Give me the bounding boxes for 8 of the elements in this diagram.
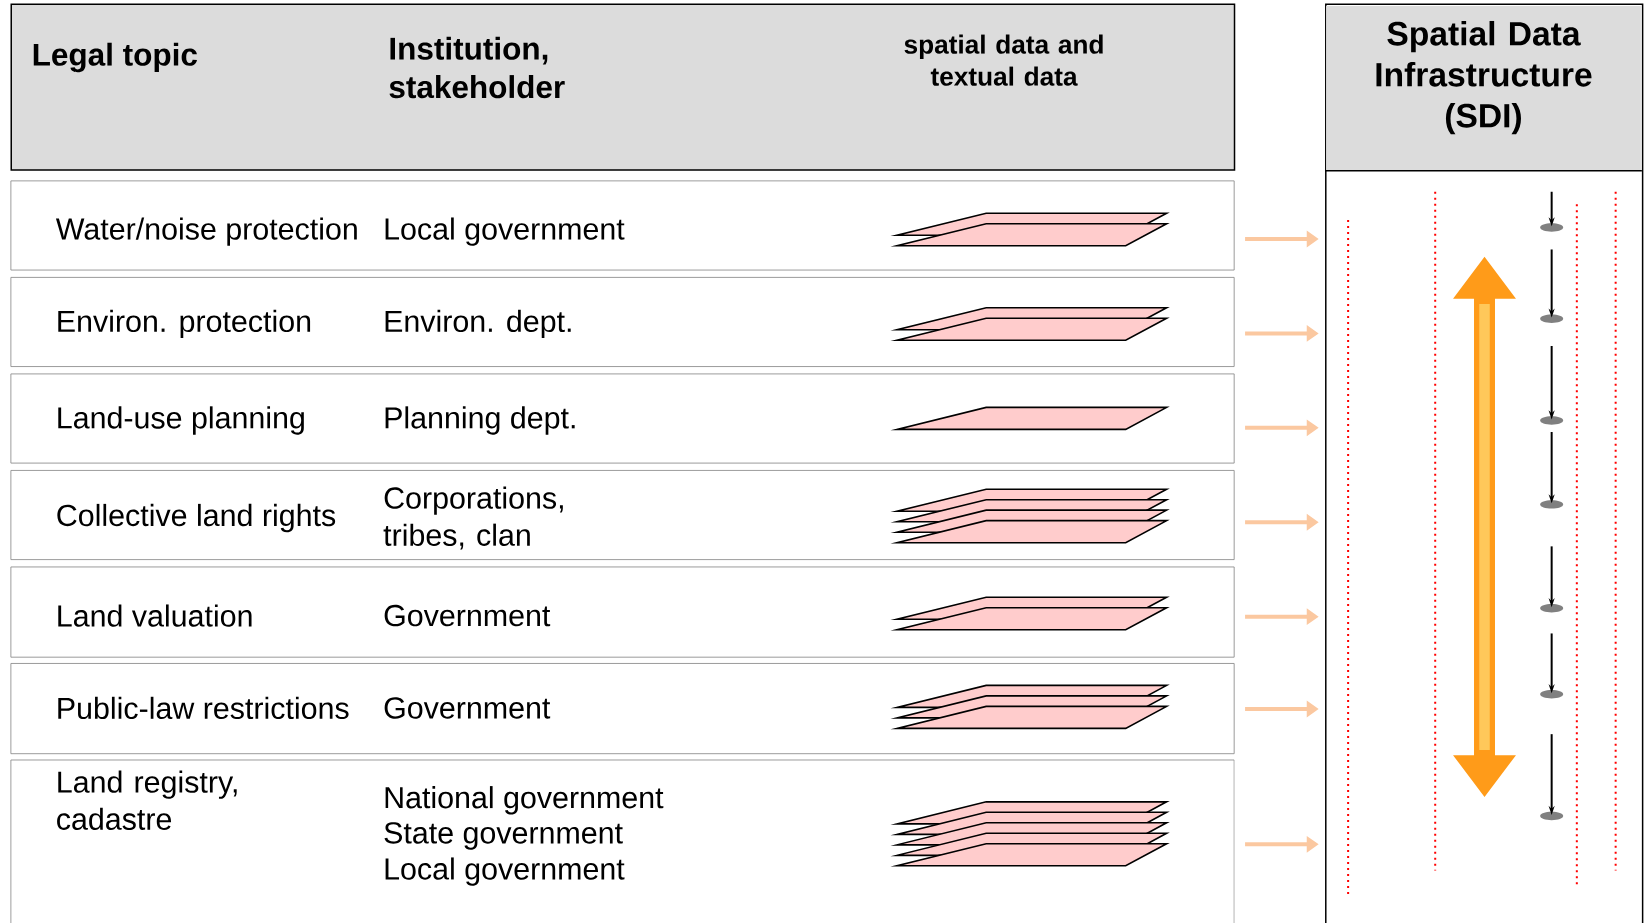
table-row: Environ. protection Environ. dept. — [10, 277, 1235, 367]
table-row: Water/noise protection Local government — [10, 180, 1235, 271]
table-row: Land-use planning Planning dept. — [10, 373, 1235, 464]
table-row: Land valuation Government — [10, 566, 1235, 658]
table-row: Public-law restrictions Government — [10, 663, 1235, 755]
table-header: Legal topic Institution, stakeholder spatial data and textual data — [10, 3, 1236, 171]
sdi-panel: Spatial Data Infrastructure (SDI) — [1324, 3, 1644, 923]
table-row: Land registry, cadastre National government State government Local government — [10, 759, 1235, 923]
